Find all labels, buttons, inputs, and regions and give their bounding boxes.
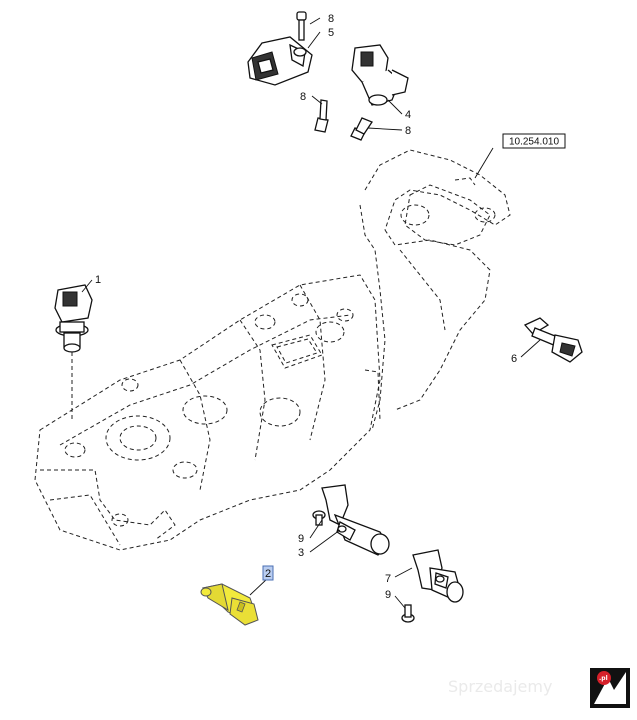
highlighted-sensor-part-2 bbox=[200, 583, 259, 626]
callout-7: 7 bbox=[385, 573, 391, 585]
callout-labels: 8 5 8 4 8 1 6 9 3 7 9 bbox=[95, 13, 517, 601]
callout-9-mid: 9 bbox=[298, 533, 304, 545]
section-reference-box[interactable]: 10.254.010 bbox=[502, 133, 566, 149]
air-pipe-outline bbox=[359, 149, 511, 431]
callout-3: 3 bbox=[298, 547, 304, 559]
section-reference-label: 10.254.010 bbox=[509, 137, 559, 148]
bolt-part-9-right bbox=[401, 604, 415, 623]
pressure-sensor-part-4 bbox=[351, 44, 409, 106]
callout-8-left: 8 bbox=[300, 91, 306, 103]
map-sensor-part-5 bbox=[247, 36, 313, 86]
callout-6: 6 bbox=[511, 353, 517, 365]
callout-2: 2 bbox=[265, 568, 271, 580]
bolt-part-8-mid-left bbox=[314, 99, 329, 133]
speed-sensor-part-3 bbox=[321, 484, 390, 556]
bolt-part-9-mid bbox=[312, 510, 326, 526]
speed-sensor-part-7 bbox=[412, 549, 464, 603]
callout-5: 5 bbox=[328, 27, 334, 39]
callout-1: 1 bbox=[95, 274, 101, 286]
callout-8-top: 8 bbox=[328, 13, 334, 25]
leader-lines bbox=[81, 17, 541, 609]
callout-9-right: 9 bbox=[385, 589, 391, 601]
watermark-logo-icon: .pl bbox=[590, 668, 630, 708]
watermark-text: Sprzedajemy bbox=[448, 677, 552, 696]
temperature-sensor-part-6 bbox=[523, 317, 583, 363]
callout-4: 4 bbox=[405, 109, 411, 121]
bolt-part-8-mid-right bbox=[350, 117, 373, 141]
watermark-domain: .pl bbox=[599, 675, 608, 682]
bolt-part-8-top bbox=[296, 11, 307, 41]
sensor-part-1 bbox=[54, 284, 93, 420]
intake-manifold-outline bbox=[34, 274, 381, 551]
callout-8-right: 8 bbox=[405, 125, 411, 137]
callout-2-highlighted[interactable]: 2 bbox=[262, 565, 274, 581]
sprzedajemy-watermark: Sprzedajemy .pl bbox=[448, 668, 630, 708]
